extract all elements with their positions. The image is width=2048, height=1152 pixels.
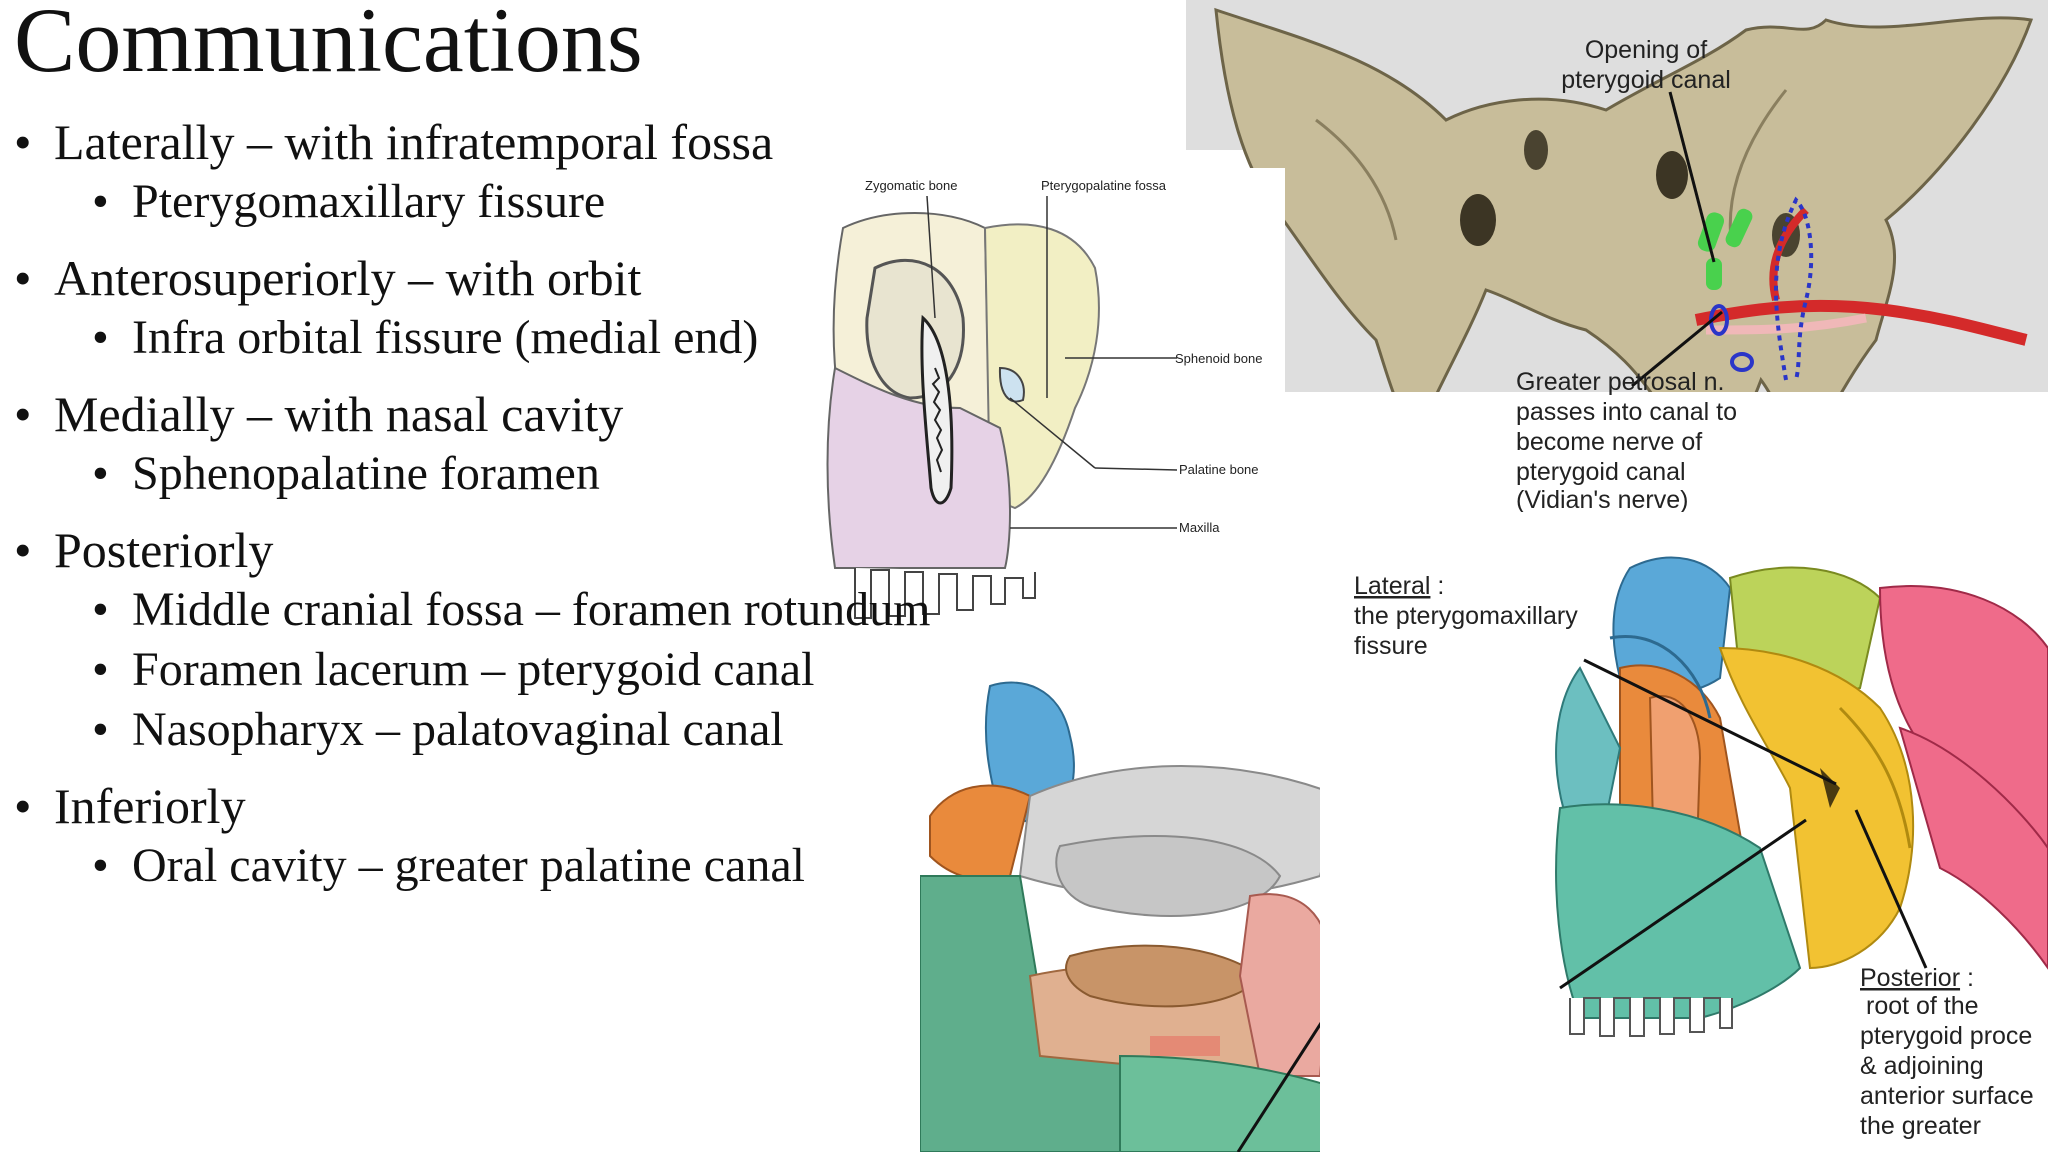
bullet-laterally: Laterally – with infratemporal fossa [14, 112, 1014, 172]
posterior-label-line2: pterygoid proce [1860, 1022, 2032, 1050]
bullet-inferiorly: Inferiorly [14, 776, 1014, 836]
petrosal-label-line4: pterygoid canal [1516, 458, 1686, 486]
sphenoid-figure: Opening of pterygoid canal Greater petro… [1186, 0, 2048, 512]
sub-bullet-pterygomaxillary: Pterygomaxillary fissure [14, 172, 1014, 232]
sphenoid-illustration: Opening of pterygoid canal Greater petro… [1186, 0, 2048, 512]
posterior-label-colon: : [1960, 964, 1974, 992]
bullet-posteriorly: Posteriorly [14, 520, 1014, 580]
ptp-fossa-label: Pterygopalatine fossa [1041, 178, 1167, 193]
posterior-label-head: Posterior [1860, 964, 1960, 992]
petrosal-label-line3: become nerve of [1516, 428, 1702, 456]
lateral-label-colon: : [1430, 572, 1444, 600]
sub-bullet-sphenopalatine: Sphenopalatine foramen [14, 444, 1014, 504]
posterior-label-line4: anterior surface [1860, 1082, 2034, 1110]
sub-bullet-oral-cavity: Oral cavity – greater palatine canal [14, 836, 1014, 896]
lateral-label-line2: fissure [1354, 632, 1428, 660]
posterior-label-line1: root of the [1866, 992, 1979, 1020]
opening-label-line1: Opening of [1585, 36, 1707, 64]
posterior-label-line3: & adjoining [1860, 1052, 1984, 1080]
bullet-anterosuperiorly: Anterosuperiorly – with orbit [14, 248, 1014, 308]
bullet-list: Laterally – with infratemporal fossa Pte… [14, 112, 1014, 896]
lateral-label-head: Lateral [1354, 572, 1430, 600]
lateral-illustration: Lateral : the pterygomaxillary fissure P… [1320, 548, 2048, 1152]
lateral-label-line1: the pterygomaxillary [1354, 602, 1578, 630]
opening-label-line2: pterygoid canal [1561, 66, 1731, 94]
sphenoid-label: Sphenoid bone [1175, 351, 1262, 366]
sub-bullet-foramen-lacerum: Foramen lacerum – pterygoid canal [14, 640, 1014, 700]
svg-text:Posterior :: Posterior : [1860, 964, 1974, 992]
sub-bullet-nasopharynx: Nasopharyx – palatovaginal canal [14, 700, 1014, 760]
sub-bullet-infraorbital: Infra orbital fissure (medial end) [14, 308, 1014, 368]
slide-title: Communications [14, 0, 643, 91]
petrosal-label-line2: passes into canal to [1516, 398, 1737, 426]
sub-bullet-middle-cranial: Middle cranial fossa – foramen rotundum [14, 580, 1014, 640]
posterior-label-line5: the greater [1860, 1112, 1981, 1140]
petrosal-label-line1: Greater petrosal n. [1516, 368, 1724, 396]
maxilla-label: Maxilla [1179, 520, 1220, 535]
petrosal-label-line5: (Vidian's nerve) [1516, 486, 1688, 512]
svg-text:Lateral :: Lateral : [1354, 572, 1444, 600]
bullet-medially: Medially – with nasal cavity [14, 384, 1014, 444]
lateral-figure: Lateral : the pterygomaxillary fissure P… [1320, 548, 2048, 1152]
palatine-label: Palatine bone [1179, 462, 1259, 477]
